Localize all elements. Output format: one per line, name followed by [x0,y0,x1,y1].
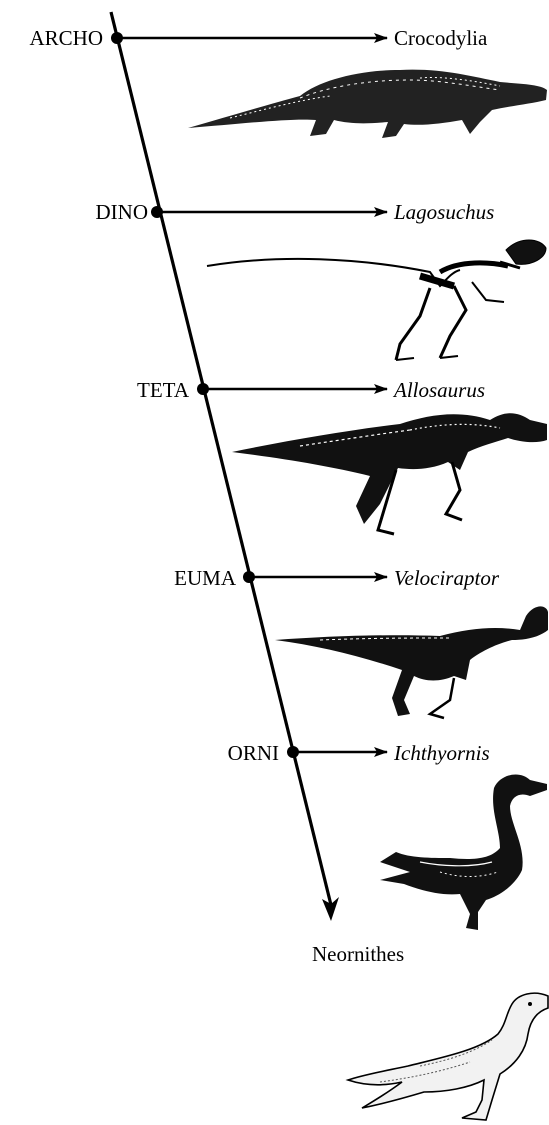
node-dot-archo [111,32,123,44]
taxon-label-velociraptor: Velociraptor [394,566,500,590]
terminal-label-neornithes: Neornithes [312,942,404,966]
ichthyornis-skeleton [380,774,547,930]
taxon-label-lagosuchus: Lagosuchus [393,200,494,224]
node-dot-euma [243,571,255,583]
node-dot-dino [151,206,163,218]
lagosuchus-skeleton [207,240,546,360]
node-label-euma: EUMA [174,566,237,590]
velociraptor-skeleton [275,606,548,718]
node-label-archo: ARCHO [29,26,103,50]
taxon-label-crocodylia: Crocodylia [394,26,488,50]
node-label-dino: DINO [96,200,149,224]
crocodile-illustration [188,70,547,138]
node-dot-teta [197,383,209,395]
taxon-label-ichthyornis: Ichthyornis [393,741,490,765]
allosaurus-skeleton [232,413,547,534]
node-label-teta: TETA [137,378,190,402]
seabird-illustration [348,993,548,1120]
node-label-orni: ORNI [228,741,279,765]
taxon-label-allosaurus: Allosaurus [392,378,485,402]
node-dot-orni [287,746,299,758]
